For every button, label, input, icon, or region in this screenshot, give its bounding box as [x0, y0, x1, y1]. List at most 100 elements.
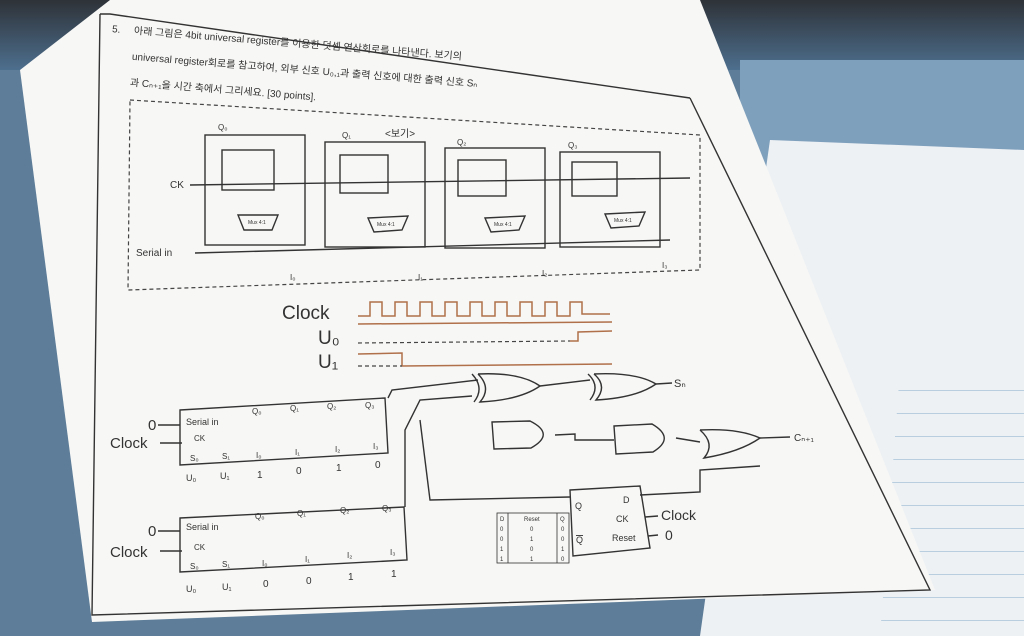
q3-label: Q₃	[382, 504, 391, 513]
i1-label: I₁	[295, 448, 300, 457]
ff-reset-value: 0	[665, 527, 673, 543]
table-row: 1 0 1	[500, 547, 565, 553]
example-title: <보기>	[385, 128, 415, 140]
i1-value: 0	[306, 576, 312, 587]
svg-text:1: 1	[561, 547, 565, 553]
u0-waveform	[570, 330, 613, 342]
i2-value: 1	[348, 572, 354, 583]
i3-label: I₃	[373, 442, 378, 451]
sum-output-label: Sₙ	[674, 378, 686, 390]
cell-0: Q₀ I₀ Mux 4:1	[204, 123, 306, 282]
question-number: 5.	[112, 24, 121, 36]
i2-label: I₂	[335, 445, 340, 454]
and-gate-2	[613, 423, 665, 455]
i3-value: 1	[391, 569, 397, 580]
q1-label: Q₁	[297, 509, 306, 518]
s1-label: S₁	[222, 560, 230, 569]
i2-value: 1	[336, 463, 342, 474]
table-row: 0 0 0	[500, 527, 565, 533]
i3-label: I₃	[662, 261, 667, 270]
u1-label: U₁	[222, 582, 232, 592]
xor-gate-2	[587, 373, 658, 401]
or-gate	[699, 428, 762, 460]
ff-ck-label: CK	[616, 514, 629, 524]
mux-label: Mux 4:1	[494, 222, 512, 228]
ff-qbar-label: Q	[576, 535, 583, 545]
i0-value: 0	[263, 579, 269, 590]
i1-value: 0	[296, 466, 302, 477]
svg-text:0: 0	[500, 527, 504, 533]
svg-text:0: 0	[561, 537, 565, 543]
ff-q-label: Q	[575, 501, 582, 511]
q3-label: Q₃	[568, 141, 577, 150]
ff-d-label: D	[623, 495, 630, 505]
clock-label: Clock	[110, 435, 148, 452]
timing-diagram: Clock U₀ U₁	[282, 301, 613, 373]
s1-label: S₁	[222, 452, 230, 461]
svg-text:0: 0	[530, 527, 534, 533]
q2-label: Q₂	[457, 138, 466, 147]
svg-text:1: 1	[530, 557, 534, 563]
q1-label: Q₁	[290, 404, 299, 413]
ck-label: CK	[194, 434, 206, 443]
svg-text:0: 0	[561, 527, 565, 533]
i0-label: I₀	[262, 559, 268, 568]
clock-waveform	[358, 301, 610, 317]
u0-signal-label: U₀	[318, 328, 340, 349]
table-header: Q	[560, 517, 565, 523]
cell-2: Q₂ I₂ Mux 4:1	[444, 138, 547, 278]
u1-waveform	[357, 352, 613, 367]
mux-label: Mux 4:1	[614, 218, 632, 224]
u0-label: U₀	[186, 473, 196, 483]
ff-reset-label: Reset	[612, 533, 636, 543]
serial-in-value: 0	[148, 417, 156, 434]
svg-text:1: 1	[530, 537, 534, 543]
svg-text:0: 0	[500, 537, 504, 543]
and-gate-1	[491, 420, 544, 450]
logic-gates: Sₙ Cₙ₊₁	[387, 373, 814, 507]
ff-clock-input: Clock	[661, 507, 697, 523]
i2-label: I₂	[542, 269, 547, 278]
cell-3: Q₃ I₃ Mux 4:1	[559, 141, 667, 270]
q1-label: Q₁	[342, 131, 351, 140]
question-line-3: 과 Cₙ₊₁을 시간 축에서 그리세요. [30 points].	[129, 77, 316, 104]
i0-label: I₀	[256, 451, 262, 460]
q2-label: Q₂	[340, 506, 349, 515]
page-border	[91, 13, 932, 616]
carry-output-label: Cₙ₊₁	[794, 433, 814, 444]
u1-label: U₁	[220, 471, 230, 481]
d-flipflop: Q D Q CK Reset Clock 0	[569, 485, 697, 557]
i1-label: I₁	[418, 273, 423, 282]
i2-label: I₂	[347, 551, 352, 560]
svg-text:1: 1	[500, 547, 504, 553]
serial-in-label: Serial in	[136, 248, 172, 259]
i3-value: 0	[375, 460, 381, 471]
serial-in-value: 0	[148, 523, 156, 540]
i3-label: I₃	[390, 548, 395, 557]
table-row: 0 1 0	[500, 537, 565, 543]
i1-label: I₁	[305, 555, 310, 564]
cell-1: Q₁ I₁ Mux 4:1	[324, 131, 426, 282]
example-box: <보기> CK Serial in Q₀ I₀ Mux 4:1 Q₁ I₁ Mu…	[127, 99, 701, 291]
s0-label: S₀	[190, 454, 199, 463]
ck-label: CK	[170, 180, 184, 191]
svg-text:0: 0	[561, 557, 565, 563]
s0-label: S₀	[190, 562, 199, 571]
svg-text:1: 1	[500, 557, 504, 563]
serial-in-label: Serial in	[186, 417, 219, 427]
q3-label: Q₃	[365, 401, 374, 410]
question-text: 5. 아래 그림은 4bit universal register를 이용한 덧…	[112, 24, 478, 104]
mux-label: Mux 4:1	[248, 220, 266, 226]
i0-label: I₀	[290, 273, 296, 282]
q0-label: Q₀	[218, 123, 228, 132]
u0-label: U₀	[186, 584, 196, 594]
register-2: 0 Serial in Clock CK Q₀ Q₁ Q₂ Q₃ S₀ S₁ U…	[110, 504, 408, 594]
ck-label: CK	[194, 543, 206, 552]
table-header: D	[500, 517, 505, 523]
register-1: 0 Serial in Clock CK Q₀ Q₁ Q₂ Q₃ S₀ S₁ U…	[110, 397, 389, 483]
svg-text:0: 0	[530, 547, 534, 553]
table-row: 1 1 0	[500, 557, 565, 563]
